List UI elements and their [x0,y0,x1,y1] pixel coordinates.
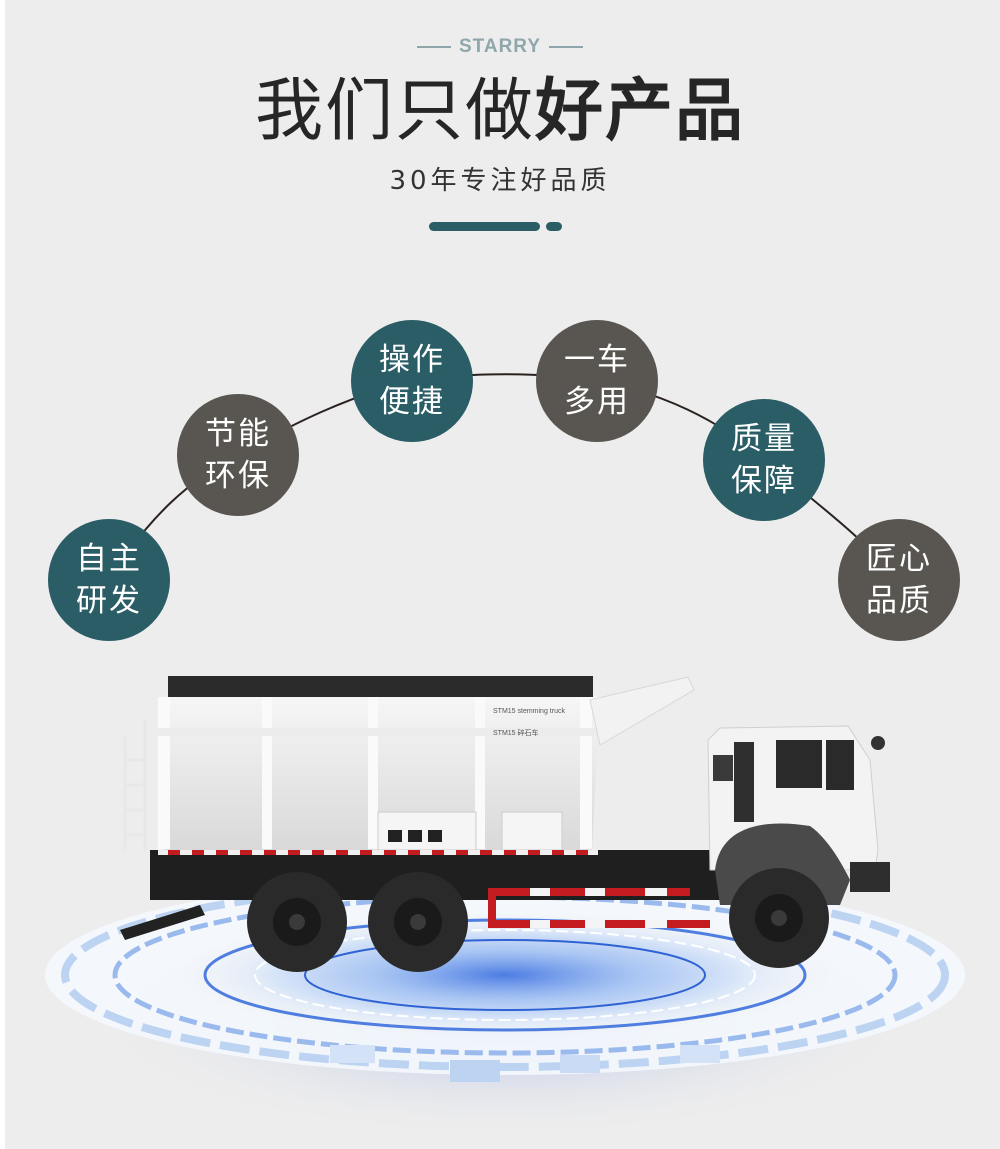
feature-line2: 环保 [205,458,271,494]
feature-circle-multi-use: 一车 多用 [536,320,658,442]
truck-scene: STM15 stemming truck STM15 碎石车 [0,640,1000,1149]
feature-circle-quality: 质量 保障 [703,399,825,521]
truck-label-en: STM15 stemming truck [493,708,565,715]
brand-heading: STARRY [0,36,1000,58]
feature-line2: 便捷 [379,384,445,420]
feature-line1: 节能 [205,416,271,452]
feature-line1: 一车 [564,342,630,378]
page-title: 我们只做好产品 [0,72,1000,152]
left-edge-strip [0,0,5,1149]
feature-line1: 匠心 [866,541,932,577]
feature-line2: 品质 [866,583,932,619]
feature-circle-easy-operation: 操作 便捷 [351,320,473,442]
truck-label-cn: STM15 碎石车 [493,728,539,737]
feature-line2: 研发 [76,583,142,619]
title-light: 我们只做 [254,72,535,151]
truck-illustration: STM15 stemming truck STM15 碎石车 [45,676,965,1140]
brand-rule-left [417,45,451,48]
feature-line1: 自主 [76,541,142,577]
accent-bar-long [429,222,540,231]
accent-bar-short [546,222,562,231]
page-subtitle: 30年专注好品质 [389,166,611,196]
feature-line1: 操作 [379,342,445,378]
title-bold: 好产品 [535,72,746,151]
feature-line1: 质量 [731,421,797,457]
feature-line2: 多用 [564,384,630,420]
feature-line2: 保障 [731,463,797,499]
brand-rule-right [549,45,583,48]
feature-circle-craftsmanship: 匠心 品质 [838,519,960,641]
feature-circle-rd: 自主 研发 [48,519,170,641]
brand-name: STARRY [459,36,541,57]
feature-circle-eco: 节能 环保 [177,394,299,516]
